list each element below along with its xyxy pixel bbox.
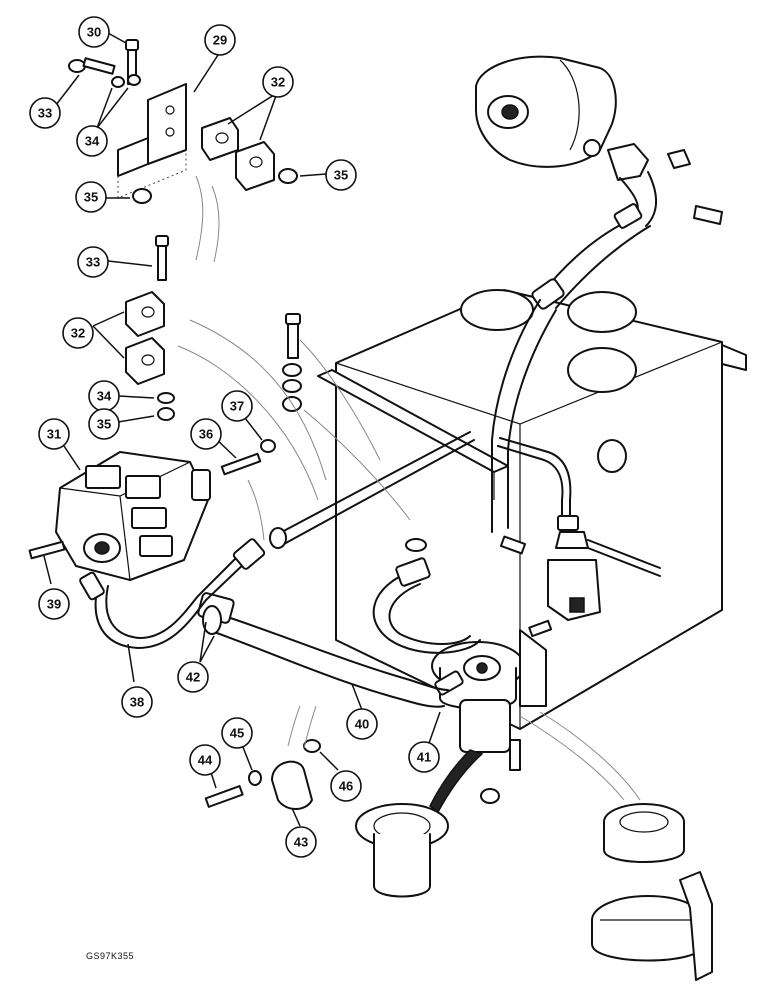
- callout-35-label: 35: [97, 417, 111, 432]
- callout-41-label: 41: [417, 750, 431, 765]
- callout-leaders: [43, 32, 441, 827]
- callout-33-label: 33: [86, 255, 100, 270]
- callout-33-label: 33: [38, 106, 52, 121]
- callout-29: 29: [204, 24, 236, 56]
- callout-32: 32: [62, 317, 94, 349]
- clamp-blocks-upper: [201, 117, 275, 191]
- callout-43: 43: [285, 826, 317, 858]
- strainer-exploded: [591, 803, 713, 981]
- gear-pump: [475, 55, 723, 227]
- tank-suction-hose: [372, 538, 481, 654]
- callout-46-label: 46: [339, 779, 353, 794]
- suction-hose: [197, 592, 449, 708]
- callout-35: 35: [325, 159, 357, 191]
- callout-34-label: 34: [85, 134, 100, 149]
- hydraulic-tank: [317, 289, 747, 730]
- pump-outlet-hose: [79, 538, 266, 650]
- callout-32-label: 32: [271, 75, 285, 90]
- callout-33: 33: [29, 97, 61, 129]
- callout-39: 39: [38, 588, 70, 620]
- piston-pump: [55, 451, 211, 581]
- pressure-tube: [269, 431, 475, 549]
- callout-30-label: 30: [87, 25, 101, 40]
- mounting-bracket: [117, 83, 187, 199]
- callout-30: 30: [78, 16, 110, 48]
- callout-44-label: 44: [198, 753, 213, 768]
- callout-35: 35: [75, 181, 107, 213]
- filter-element-exploded: [355, 749, 484, 898]
- callout-46: 46: [330, 770, 362, 802]
- clamp-blocks-lower: [125, 291, 165, 385]
- callout-41: 41: [408, 741, 440, 773]
- callout-34: 34: [76, 125, 108, 157]
- assembly-guide-lines: [177, 175, 641, 801]
- callout-37: 37: [221, 390, 253, 422]
- callout-37-label: 37: [230, 399, 244, 414]
- callout-35: 35: [88, 408, 120, 440]
- callout-45: 45: [221, 717, 253, 749]
- pump-suction-hose: [491, 203, 651, 533]
- callout-40-label: 40: [355, 717, 369, 732]
- callout-34: 34: [88, 380, 120, 412]
- figure-code: GS97K355: [86, 951, 135, 961]
- callout-33: 33: [77, 246, 109, 278]
- callout-43-label: 43: [294, 835, 308, 850]
- callout-38-label: 38: [130, 695, 144, 710]
- callout-31-label: 31: [47, 427, 61, 442]
- callout-35-label: 35: [84, 190, 98, 205]
- callout-42: 42: [177, 661, 209, 693]
- callout-29-label: 29: [213, 33, 227, 48]
- callout-31: 31: [38, 418, 70, 450]
- callout-44: 44: [189, 744, 221, 776]
- callout-42-label: 42: [186, 670, 200, 685]
- callout-32: 32: [262, 66, 294, 98]
- callout-35-label: 35: [334, 168, 348, 183]
- callout-36: 36: [190, 418, 222, 450]
- callout-45-label: 45: [230, 726, 244, 741]
- callout-32-label: 32: [71, 326, 85, 341]
- callout-40: 40: [346, 708, 378, 740]
- callout-39-label: 39: [47, 597, 61, 612]
- callout-38: 38: [121, 686, 153, 718]
- filter-housing: [431, 629, 547, 753]
- return-line: [497, 437, 661, 621]
- callout-34-label: 34: [97, 389, 112, 404]
- callout-36-label: 36: [199, 427, 213, 442]
